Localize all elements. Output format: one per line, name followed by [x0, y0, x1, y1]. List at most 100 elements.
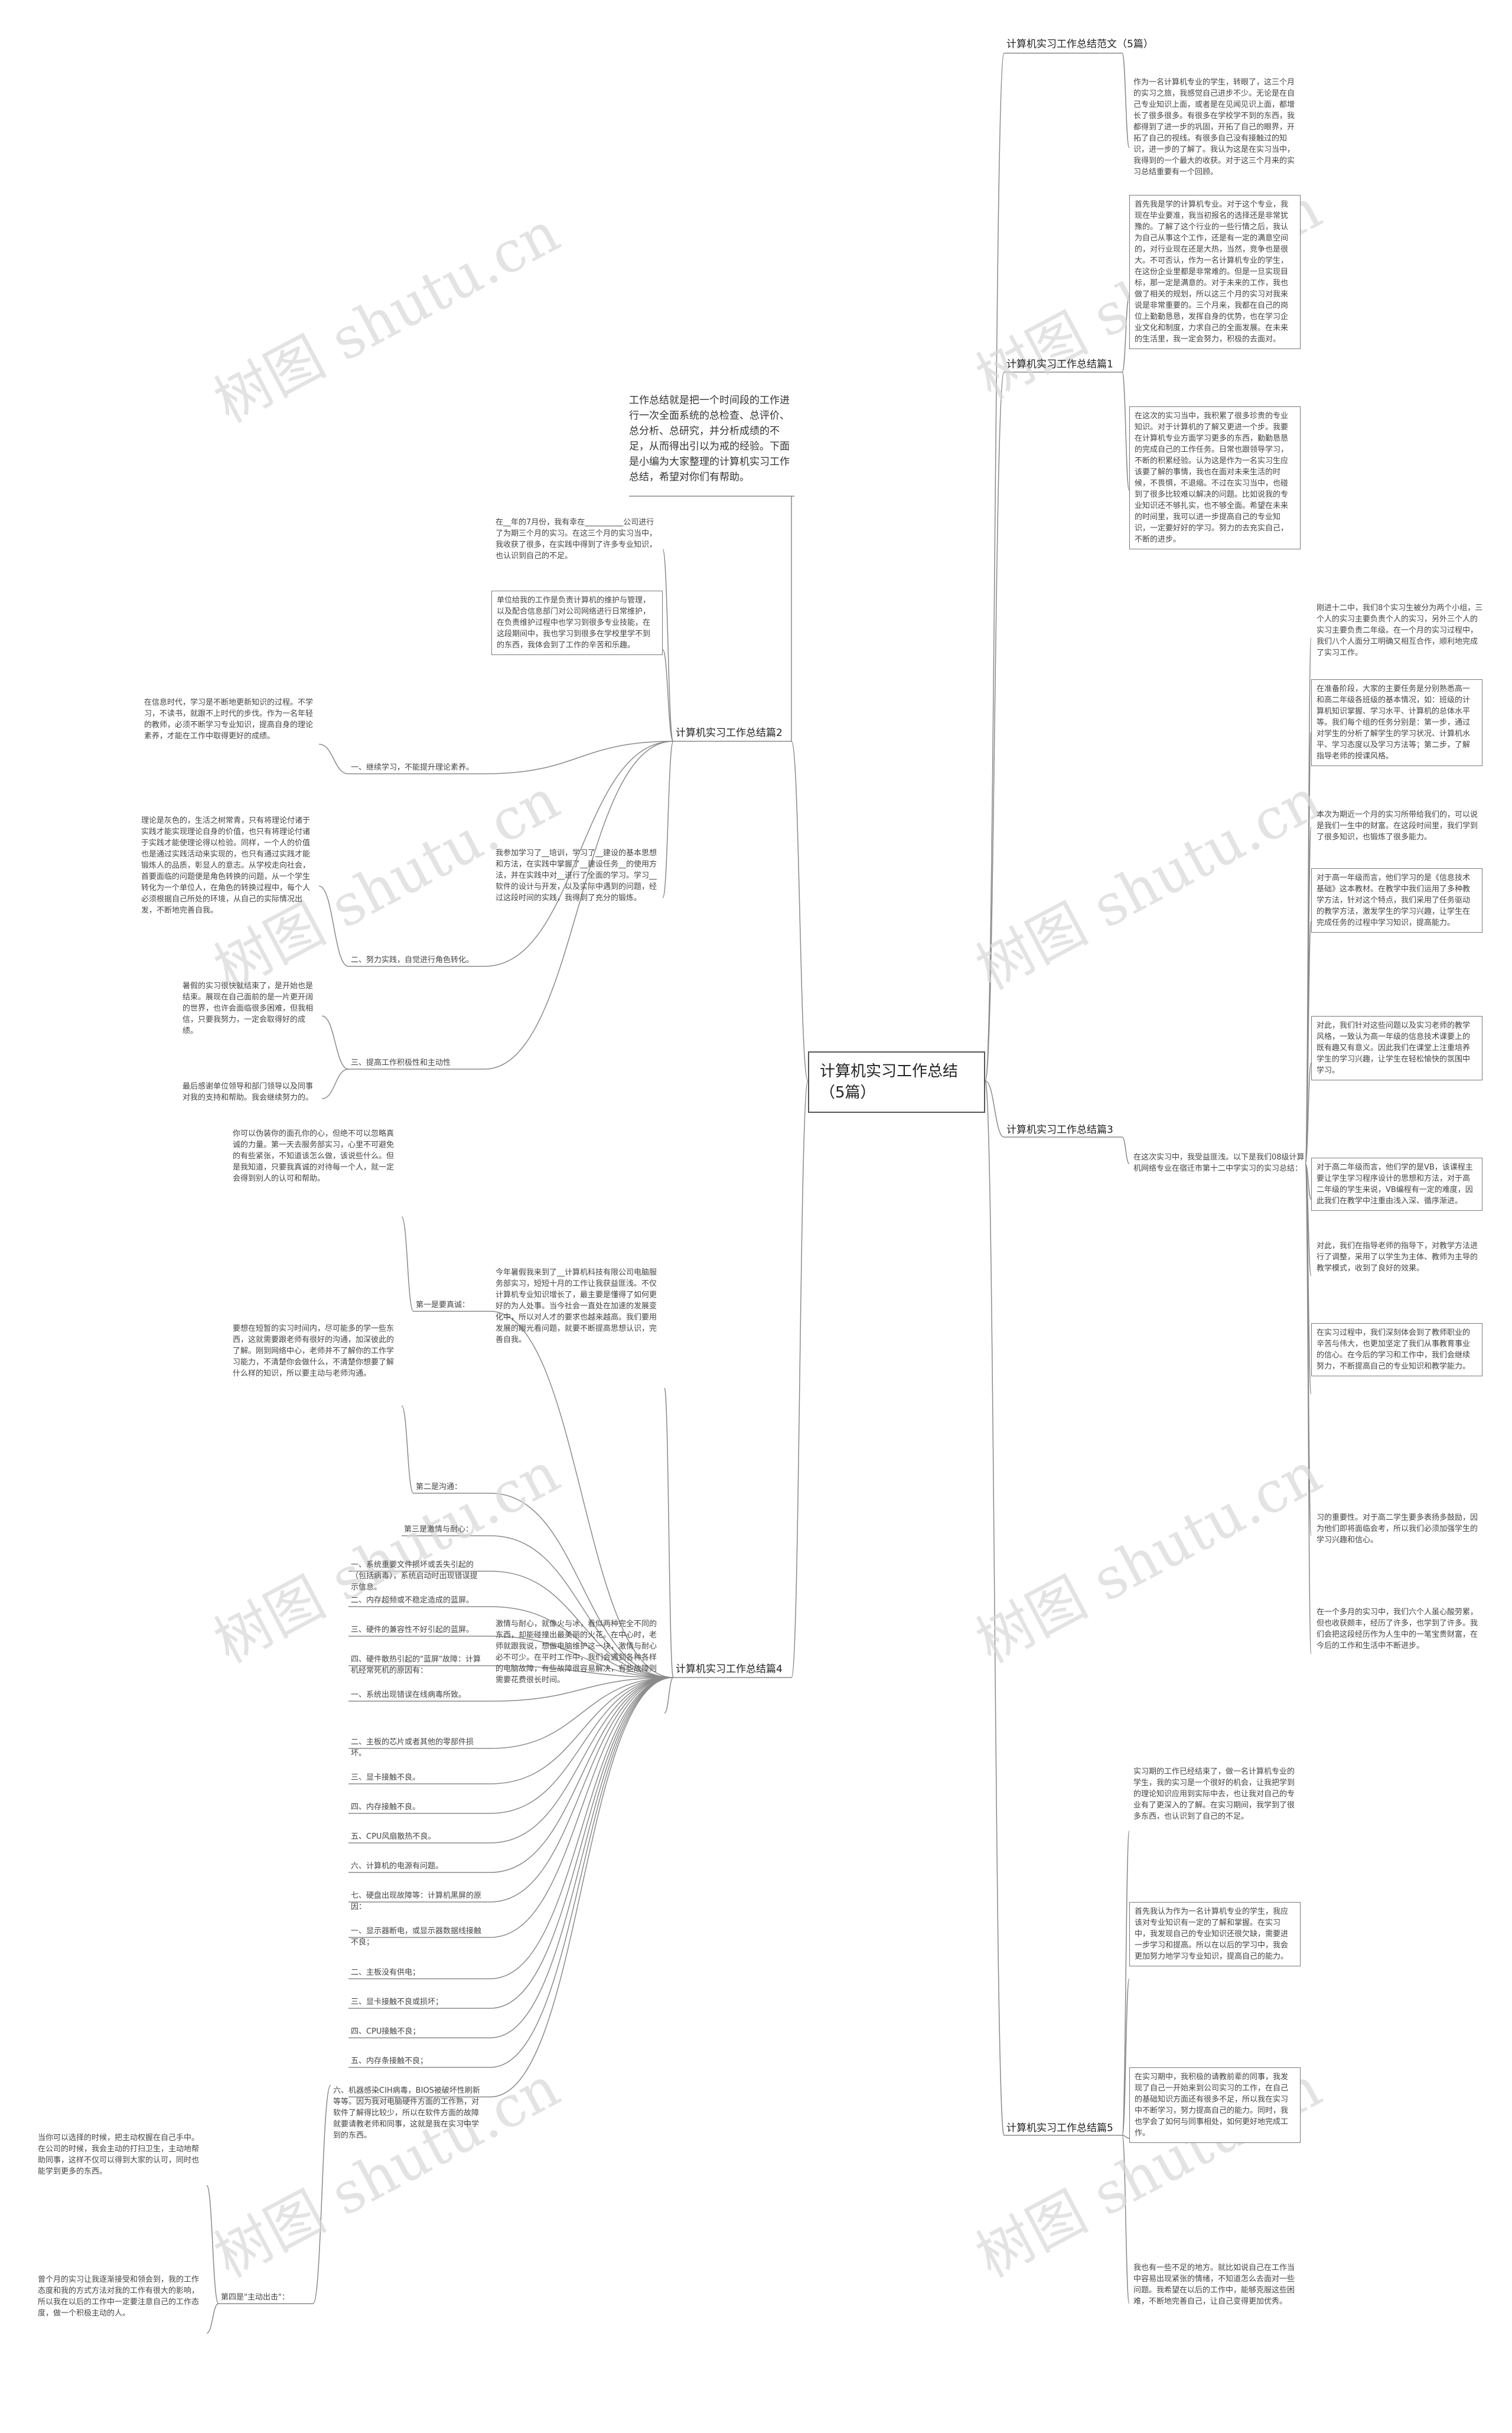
fault-item: 三、显卡接触不良或损坏；	[351, 1998, 444, 2007]
intro-text: 工作总结就是把一个时间段的工作进行一次全面系统的总检查、总评价、总分析、总研究，…	[629, 395, 790, 483]
connector-line	[490, 1677, 674, 1702]
p5-text-3: 在实习期中，我积极的请教前辈的同事，我发现了自己一开始来到公司实习的工作，在自己…	[1129, 2067, 1301, 2143]
connector-line	[490, 1535, 674, 1678]
branch-label-p2[interactable]: 计算机实习工作总结篇2	[676, 727, 783, 739]
fault-item: 六、计算机的电源有问题。	[351, 1862, 444, 1871]
fault-item: 一、系统重要文件损坏或丢失引起的（包括病毒），系统启动时出现错误提示信息。	[351, 1561, 478, 1592]
p3-text-1: 刚进十二中，我们8个实习生被分为两个小组，三个人的实习主要负责个人的实习，另外三…	[1317, 604, 1483, 657]
connector-p5	[985, 1080, 1005, 2136]
p3-text-3: 本次为期近一个月的实习所带给我们的，可以说是我们一生中的财富。在这段时间里，我们…	[1317, 810, 1478, 842]
connector-line	[484, 741, 674, 967]
fault-item: 四、CPU接触不良；	[351, 2027, 421, 2036]
connector-line	[490, 1636, 674, 1678]
p3-text-2: 在准备阶段，大家的主要任务是分别熟悉高一和高二年级各班级的基本情况，如：班级的计…	[1311, 679, 1482, 766]
connector-line	[1122, 372, 1130, 491]
p4-sub2-text: 要想在短暂的实习时间内，尽可能多的学一些东西，这就需要跟老师有很好的沟通，加深彼…	[233, 1324, 395, 1378]
connector-fanwen	[985, 53, 1005, 1082]
branch-label-fanwen[interactable]: 计算机实习工作总结范文（5篇）	[1006, 38, 1153, 50]
connector-line	[321, 1015, 349, 1070]
p2-learn-text: 我参加学习了__培训，学习了__建设的基本思想和方法，在实践中掌握了__建设任务…	[496, 849, 657, 903]
connector-line	[1122, 2135, 1130, 2139]
p2-sub1-label[interactable]: 一、继续学习，不能提升理论素养。	[351, 763, 474, 772]
p2-mid-text: 单位给我的工作是负责计算机的维护与管理，以及配合信息部门对公司网络进行日常维护，…	[491, 591, 663, 655]
p2-sub2-label[interactable]: 二、努力实践，自觉进行角色转化。	[351, 956, 474, 965]
connector-line	[662, 649, 674, 742]
branch-label-p4[interactable]: 计算机实习工作总结篇4	[676, 1663, 783, 1675]
p4-sub3-label[interactable]: 第三是激情与耐心：	[404, 1525, 474, 1534]
p2-sub3-text: 暑假的实习很快就结束了，是开始也是结束。展现在自己面前的是一片更开阔的世界，也许…	[183, 982, 314, 1035]
connector-p2	[791, 741, 809, 1082]
connector-line	[1122, 53, 1130, 148]
p3-text-5: 对此，我们针对这些问题以及实习老师的教学风格，一致认为高一年级的信息技术课要上的…	[1311, 1016, 1482, 1080]
branch-label-p5[interactable]: 计算机实习工作总结篇5	[1006, 2122, 1113, 2134]
p4-sub2-label[interactable]: 第二是沟通：	[416, 1483, 462, 1491]
connector-line	[490, 1665, 674, 1678]
connector-p1	[985, 372, 1005, 1082]
connector-line	[490, 1677, 674, 1784]
connector-line	[664, 1388, 674, 1678]
fault-item: 七、硬盘出现故障等：计算机黑屏的原因：	[351, 1891, 482, 1911]
fault-item: 一、系统出现错误在线病毒所致。	[351, 1691, 467, 1699]
connector-line	[484, 741, 674, 1070]
fault-item: 三、硬件的兼容性不好引起的蓝屏。	[351, 1626, 474, 1634]
branch-label-p3[interactable]: 计算机实习工作总结篇3	[1006, 1124, 1113, 1136]
p3-text-10: 在一个多月的实习中，我们六个人虽心酸劳累，但也收获颇丰，经历了许多，也学到了许多…	[1317, 1608, 1478, 1650]
connector-line	[321, 1069, 349, 1099]
p2-top-text: 在__年的7月份，我有幸在__________公司进行了为期三个月的实习。在这三…	[496, 518, 657, 561]
connector-line	[490, 1677, 674, 2068]
p4-sub4-label[interactable]: 第四是"主动出击"：	[221, 2293, 289, 2302]
connector-line	[662, 741, 674, 898]
fault-item: 六、机器感染CIH病毒，BIOS被破坏性刷新等等。因为我对电脑硬件方面的工作熟，…	[333, 2086, 480, 2140]
fanwen-text: 作为一名计算机专业的学生，转眼了，这三个月的实习之旅，我感觉自己进步不少。无论是…	[1133, 78, 1295, 177]
p5-text-4: 我也有一些不足的地方。就比如说自己在工作当中容易出现紧张的情绪，不知道怎么去面对…	[1133, 2263, 1295, 2306]
p5-text-2: 首先我认为作为一名计算机专业的学生，我应该对专业知识有一定的了解和掌握。在实习中…	[1129, 1902, 1301, 1966]
connector-line	[490, 1677, 674, 1814]
connector-line	[490, 1677, 674, 1873]
connector-line	[1122, 1136, 1130, 1164]
connector-line	[490, 1677, 674, 2009]
p3-text-4: 对于高一年级而言，他们学习的是《信息技术基础》这本教材。在教学中我们运用了多种教…	[1311, 868, 1482, 933]
p3-text-8: 在实习过程中，我们深刻体会到了教师职业的辛苦与伟大，也更加坚定了我们从事教育事业…	[1311, 1323, 1482, 1376]
connector-line	[490, 1677, 674, 1903]
fault-item: 四、硬件散热引起的"蓝屏"故障：计算机经常死机的原因有：	[351, 1655, 481, 1675]
connector-line	[664, 1677, 674, 1714]
fault-item: 五、CPU风扇散热不良。	[351, 1832, 436, 1841]
p1-text-2: 在这次的实习当中，我积累了很多珍贵的专业知识。对于计算机的了解又更进一个步。我要…	[1129, 406, 1301, 549]
connector-line	[484, 741, 674, 774]
p4-intro: 今年暑假我来到了__计算机科技有限公司电脑服务部实习，短短十月的工作让我获益匪浅…	[496, 1268, 657, 1344]
root-node[interactable]: 计算机实习工作总结（5篇）	[808, 1051, 985, 1113]
connector-line	[401, 1216, 414, 1312]
connector-line	[490, 1493, 674, 1678]
connector-line	[312, 2085, 331, 2304]
p3-intro: 在这次实习中，我受益匪浅。以下是我们08级计算机网络专业在宿迁市第十二中学实习的…	[1133, 1153, 1305, 1173]
connector-p4	[791, 1080, 809, 1678]
p4-sub1-label[interactable]: 第一是要真诚：	[416, 1301, 470, 1310]
p3-text-6: 对于高二年级而言，他们学的是VB，该课程主要让学生学习程序设计的思想和方法，对于…	[1311, 1158, 1482, 1211]
p1-text-1: 首先我是学的计算机专业。对于这个专业，我现在毕业要准，我当初报名的选择还是非常犹…	[1129, 195, 1301, 349]
p2-sub3-label[interactable]: 三、提高工作积极性和主动性	[351, 1058, 451, 1067]
connector-line	[490, 1571, 674, 1678]
connector-line	[490, 1677, 674, 1749]
connector-line	[490, 1677, 674, 2038]
branch-label-p1[interactable]: 计算机实习工作总结篇1	[1006, 359, 1113, 370]
p2-sub4-text: 最后感谢单位领导和部门领导以及同事对我的支持和帮助。我会继续努力的。	[183, 1082, 314, 1102]
connector-line	[1122, 295, 1130, 373]
fault-item: 一、显示器断电，或显示器数据线接触不良；	[351, 1927, 482, 1947]
connector-line	[1122, 1978, 1130, 2136]
fault-item: 三、显卡接触不良。	[351, 1773, 421, 1782]
connector-line	[490, 1311, 674, 1678]
fault-item: 二、主板没有供电；	[351, 1968, 421, 1977]
p4-sub4-text: 当你可以选择的时候，把主动权握在自己手中。在公司的时候，我会主动的打扫卫生，主动…	[38, 2134, 200, 2176]
connector-line	[401, 1405, 414, 1494]
connector-line	[490, 1606, 674, 1678]
connector-line	[318, 885, 349, 967]
connector-line	[206, 2303, 219, 2334]
p2-sub2-text: 理论是灰色的，生活之树常青，只有将理论付诸于实践才能实现理论自身的价值，也只有将…	[141, 816, 311, 915]
connector-line	[490, 1677, 674, 2097]
connector-line	[1305, 1063, 1312, 1164]
connector-line	[318, 744, 349, 774]
connector-line	[1122, 2135, 1130, 2304]
fault-item: 二、主板的芯片或者其他的零部件损坏。	[351, 1738, 474, 1758]
p3-text-7: 对此，我们在指导老师的指导下，对教学方法进行了调整，采用了以学生为主体、教师为主…	[1317, 1242, 1478, 1273]
